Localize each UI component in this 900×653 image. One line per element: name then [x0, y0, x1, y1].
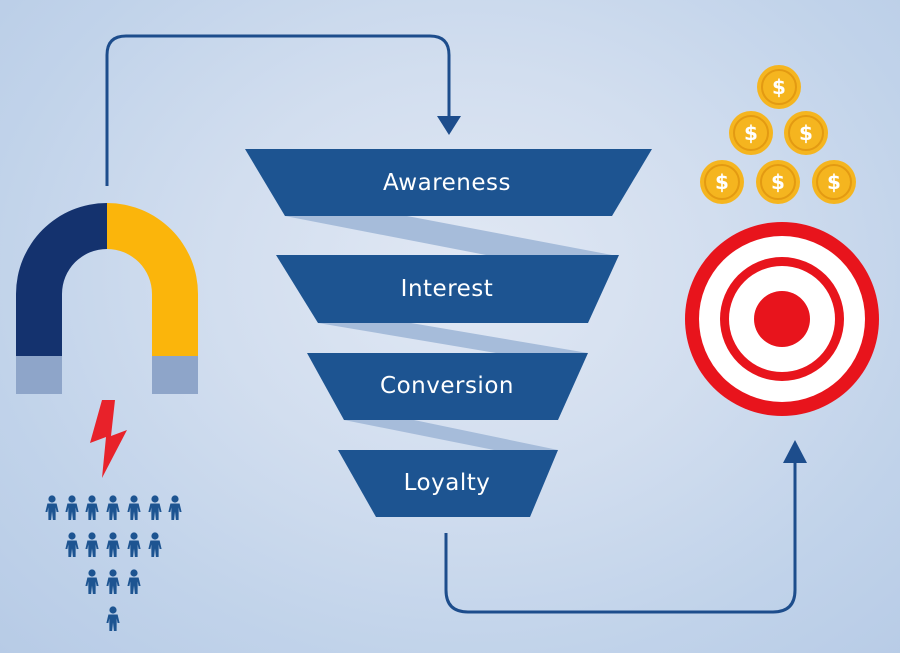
funnel-stage-conversion: Conversion	[307, 353, 588, 420]
arrowhead-up-icon	[783, 440, 807, 463]
coins-pile: $ $ $ $ $ $	[700, 65, 856, 204]
funnel-stage-loyalty: Loyalty	[338, 450, 558, 517]
dollar-coin-icon: $	[757, 65, 801, 109]
dollar-coin-icon: $	[700, 160, 744, 204]
svg-text:$: $	[799, 121, 813, 145]
flow-arrow-top	[105, 34, 461, 186]
magnet-tip	[16, 356, 62, 394]
dollar-coin-icon: $	[756, 160, 800, 204]
funnel-stage-awareness: Awareness	[245, 149, 652, 216]
sales-funnel: Awareness Interest Conversion Loyalty	[245, 149, 652, 517]
magnet-icon	[16, 203, 198, 394]
funnel-ribbon	[318, 323, 588, 353]
magnet-tip	[152, 356, 198, 394]
arrowhead-down-icon	[437, 116, 461, 135]
svg-text:$: $	[772, 75, 786, 99]
dollar-coin-icon: $	[812, 160, 856, 204]
lightning-icon	[90, 400, 127, 478]
dollar-coin-icon: $	[784, 111, 828, 155]
people-icon	[45, 495, 182, 631]
svg-text:$: $	[744, 121, 758, 145]
svg-text:$: $	[715, 170, 729, 194]
funnel-stage-interest: Interest	[276, 255, 619, 323]
funnel-ribbon	[344, 420, 558, 450]
stage-label: Interest	[401, 276, 494, 302]
target-bullseye	[754, 291, 810, 347]
funnel-ribbon	[285, 216, 612, 255]
target-icon	[685, 222, 879, 416]
svg-text:$: $	[827, 170, 841, 194]
svg-text:$: $	[771, 170, 785, 194]
stage-label: Awareness	[383, 170, 511, 196]
stage-label: Loyalty	[404, 470, 491, 496]
flow-arrow-bottom	[444, 440, 807, 614]
stage-label: Conversion	[380, 373, 514, 399]
dollar-coin-icon: $	[729, 111, 773, 155]
